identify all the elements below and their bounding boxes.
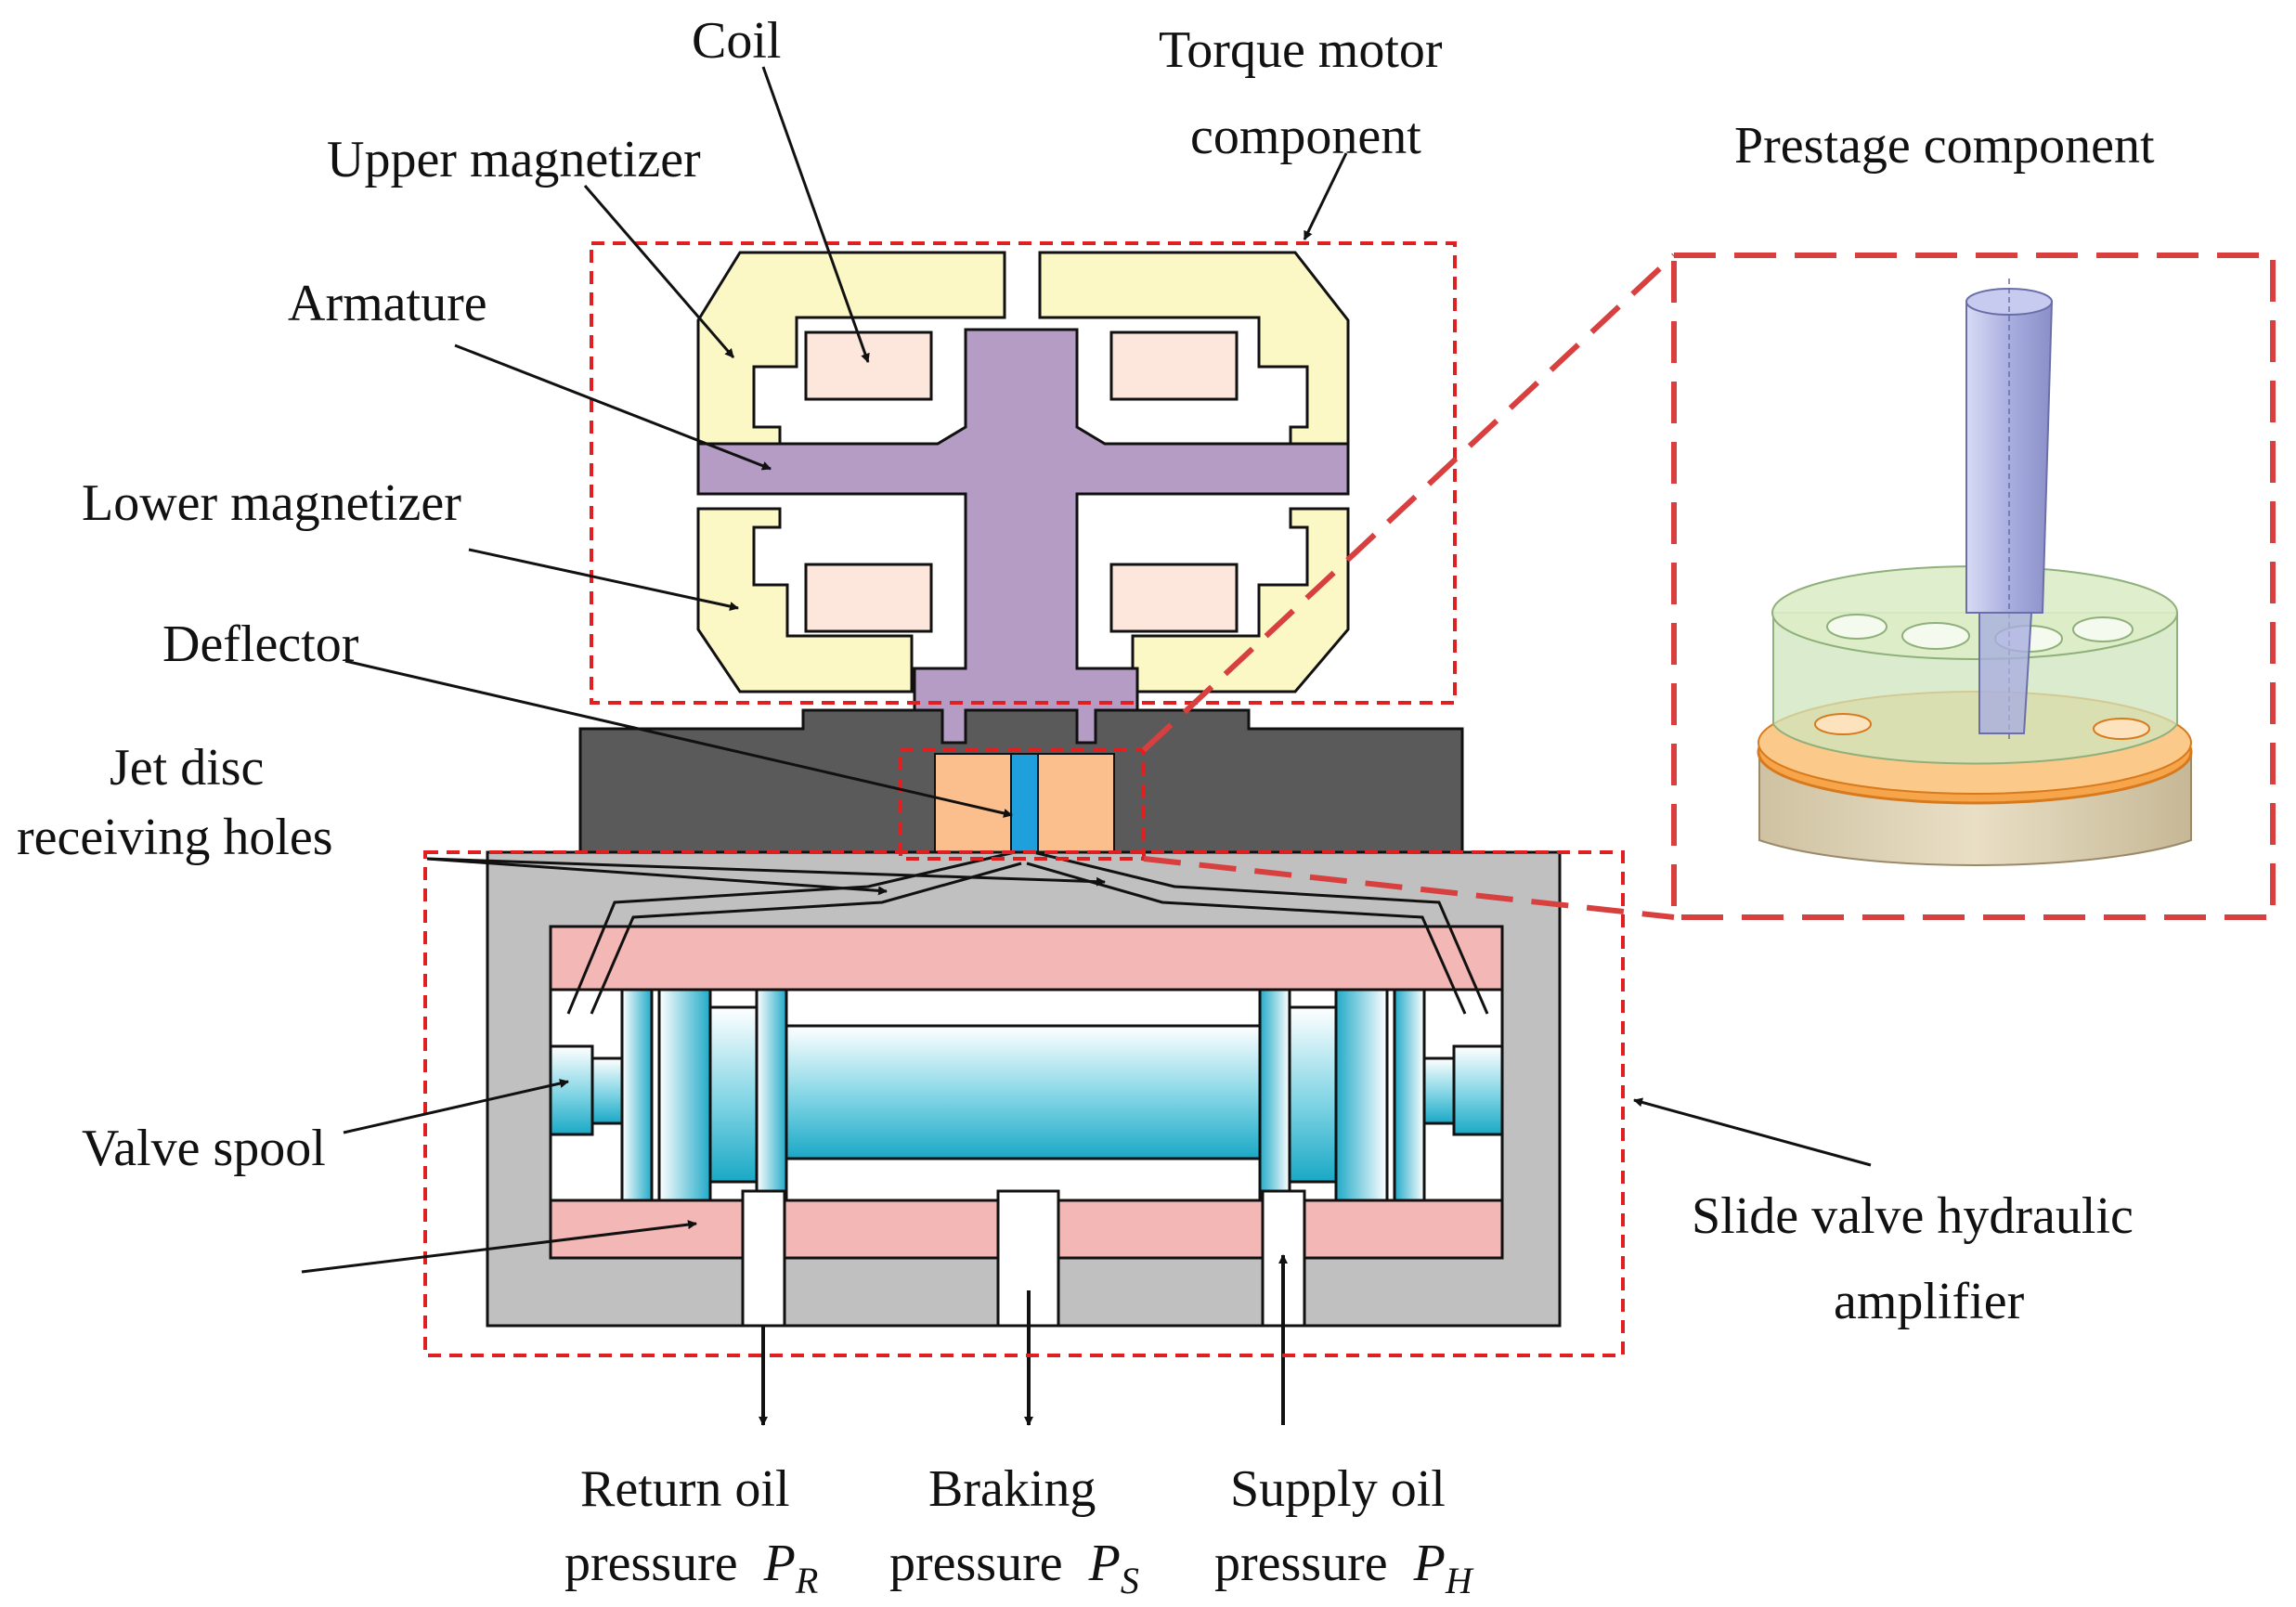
coil-lower-right [1109, 563, 1239, 633]
torque-motor [696, 251, 1350, 745]
leader-sleeve [301, 1220, 697, 1274]
leader-lower-magnetizer [468, 548, 739, 611]
leader-receiving-hole-right [426, 857, 1106, 887]
valve-spool [549, 988, 1504, 1202]
port-return [741, 1189, 786, 1328]
upper-magnetizer-right [1038, 251, 1350, 446]
label-return-oil-1: Return oil [580, 1460, 790, 1518]
label-lower-magnetizer: Lower magnetizer [82, 474, 461, 532]
deflector [1010, 753, 1039, 853]
leader-torque-motor [1303, 152, 1348, 240]
label-slide-valve-2: amplifier [1834, 1273, 2025, 1330]
leader-armature [454, 343, 772, 471]
prestage-zoom-box [899, 748, 1146, 861]
leader-receiving-hole-left [426, 857, 888, 896]
slide-valve-box [423, 850, 1625, 1357]
lower-magnetizer-left [696, 507, 914, 693]
label-slide-valve-1: Slide valve hydraulic [1692, 1187, 2134, 1245]
zoom-line-top [1141, 253, 1677, 753]
upper-magnetizer-left [696, 251, 1006, 446]
torque-motor-box [590, 241, 1457, 705]
label-receiving-holes: receiving holes [17, 809, 333, 866]
sleeve-upper [549, 925, 1504, 991]
lower-magnetizer-right [1131, 507, 1350, 693]
label-return-oil-2: pressure PR [564, 1535, 818, 1601]
label-armature: Armature [288, 275, 487, 332]
label-valve-spool: Valve spool [82, 1120, 326, 1177]
leader-coil [761, 66, 870, 363]
label-jet-disc: Jet disc [110, 739, 264, 797]
coil-upper-right [1109, 330, 1239, 401]
prestage-component-box [1671, 253, 2276, 920]
label-torque-motor-1: Torque motor [1159, 21, 1443, 79]
label-prestage-component: Prestage component [1734, 117, 2155, 175]
leader-deflector [344, 659, 1013, 818]
label-torque-motor-2: component [1190, 108, 1421, 165]
leader-valve-spool [343, 1079, 569, 1134]
coil-upper-left [804, 330, 933, 401]
label-coil: Coil [692, 12, 781, 70]
prestage-component-illustration [1757, 279, 2193, 867]
label-supply-oil-1: Supply oil [1230, 1460, 1446, 1518]
label-braking-1: Braking [928, 1460, 1096, 1518]
leader-upper-magnetizer [583, 185, 735, 358]
label-supply-oil-2: pressure PH [1214, 1535, 1474, 1601]
oil-passage-left [566, 850, 1022, 1015]
jet-disc-right [1037, 753, 1115, 853]
jet-disc-left [934, 753, 1012, 853]
label-upper-magnetizer: Upper magnetizer [327, 131, 701, 188]
label-deflector: Deflector [162, 616, 359, 673]
label-braking-2: pressure PS [889, 1535, 1139, 1601]
leader-slide-valve [1633, 1097, 1872, 1167]
coil-lower-left [804, 563, 933, 633]
zoom-line-bottom [1143, 856, 1675, 920]
